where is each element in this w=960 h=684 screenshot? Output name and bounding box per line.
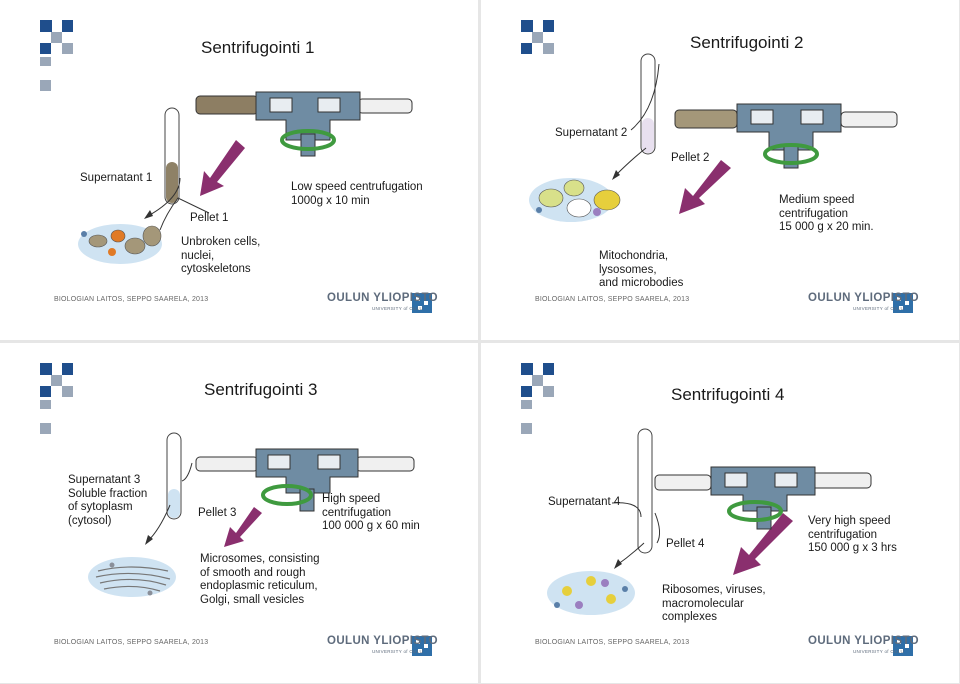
slide-3: Sentrifugointi 3 Supernatant 3 Soluble f… [0,343,478,683]
pellet-contents: Microsomes, consisting of smooth and rou… [200,553,320,606]
slide-title: Sentrifugointi 1 [201,38,315,57]
slide-title: Sentrifugointi 4 [671,385,785,404]
university-name: OULUN YLIOPISTO [327,635,439,647]
test-tube-icon [637,428,653,554]
university-subname: UNIVERSITY of OULU [853,306,905,311]
university-logo-icon [412,293,432,313]
pellet-label: Pellet 3 [198,507,237,519]
test-tube-icon [640,53,656,155]
slide-title: Sentrifugointi 3 [204,380,318,399]
university-logo-icon [893,636,913,656]
supernatant-label: Supernatant 4 [548,496,621,508]
downward-arrow-icon [679,160,731,214]
pellet-label: Pellet 2 [671,152,710,164]
ribosomes-viruses-icon [547,571,635,615]
university-name: OULUN YLIOPISTO [808,635,920,647]
university-logo-icon [412,636,432,656]
university-subname: UNIVERSITY of OULU [372,649,424,654]
organelles-icon [529,178,621,222]
corner-logo-icon [40,363,73,434]
test-tube-icon [164,107,180,205]
centrifugation-condition: High speed centrifugation 100 000 g x 60… [322,493,420,532]
microsomes-icon [88,557,176,597]
supernatant-label: Supernatant 3 Soluble fraction of sytopl… [68,474,148,527]
pellet-contents: Ribosomes, viruses, macromolecular compl… [662,584,766,623]
supernatant-label: Supernatant 2 [555,127,628,139]
downward-arrow-icon [733,513,793,575]
university-subname: UNIVERSITY of OULU [853,649,905,654]
university-name: OULUN YLIOPISTO [808,292,920,304]
pellet-contents: Mitochondria, lysosomes, and microbodies [599,250,684,289]
centrifuge-rotor-icon [654,466,872,530]
university-logo-icon [893,293,913,313]
cell-debris-icon [78,224,162,264]
footer-credit: BIOLOGIAN LAITOS, SEPPO SAARELA, 2013 [535,639,690,646]
slide-4-illustration [521,363,913,656]
centrifugation-condition: Low speed centrufugation 1000g x 10 min [291,181,423,207]
corner-logo-icon [521,363,554,434]
university-name: OULUN YLIOPISTO [327,292,439,304]
downward-arrow-icon [200,140,245,196]
pellet-contents: Unbroken cells, nuclei, cytoskeletons [181,236,261,275]
slide-title: Sentrifugointi 2 [690,33,804,52]
supernatant-label: Supernatant 1 [80,172,153,184]
pellet-label: Pellet 4 [666,538,705,550]
slide-2-illustration [521,20,913,313]
downward-arrow-icon [224,507,262,547]
slide-1: Sentrifugointi 1 Supernatant 1 Pellet 1 … [0,0,478,340]
centrifuge-rotor-icon [674,103,898,169]
centrifugation-condition: Very high speed centrifugation 150 000 g… [808,515,897,554]
corner-logo-icon [521,20,554,54]
slide-1-illustration [40,20,432,313]
slide-4: Sentrifugointi 4 Supernatant 4 Pellet 4 … [481,343,959,683]
footer-credit: BIOLOGIAN LAITOS, SEPPO SAARELA, 2013 [535,296,690,303]
footer-credit: BIOLOGIAN LAITOS, SEPPO SAARELA, 2013 [54,296,209,303]
corner-logo-icon [40,20,73,91]
pellet-label: Pellet 1 [190,212,229,224]
centrifuge-rotor-icon [195,91,413,157]
centrifugation-condition: Medium speed centrifugation 15 000 g x 2… [779,194,874,233]
slide-3-illustration [40,363,432,656]
university-subname: UNIVERSITY of OULU [372,306,424,311]
slide-2: Sentrifugointi 2 Supernatant 2 Pellet 2 … [481,0,959,340]
test-tube-icon [166,432,182,520]
centrifuge-rotor-icon [195,448,415,512]
footer-credit: BIOLOGIAN LAITOS, SEPPO SAARELA, 2013 [54,639,209,646]
